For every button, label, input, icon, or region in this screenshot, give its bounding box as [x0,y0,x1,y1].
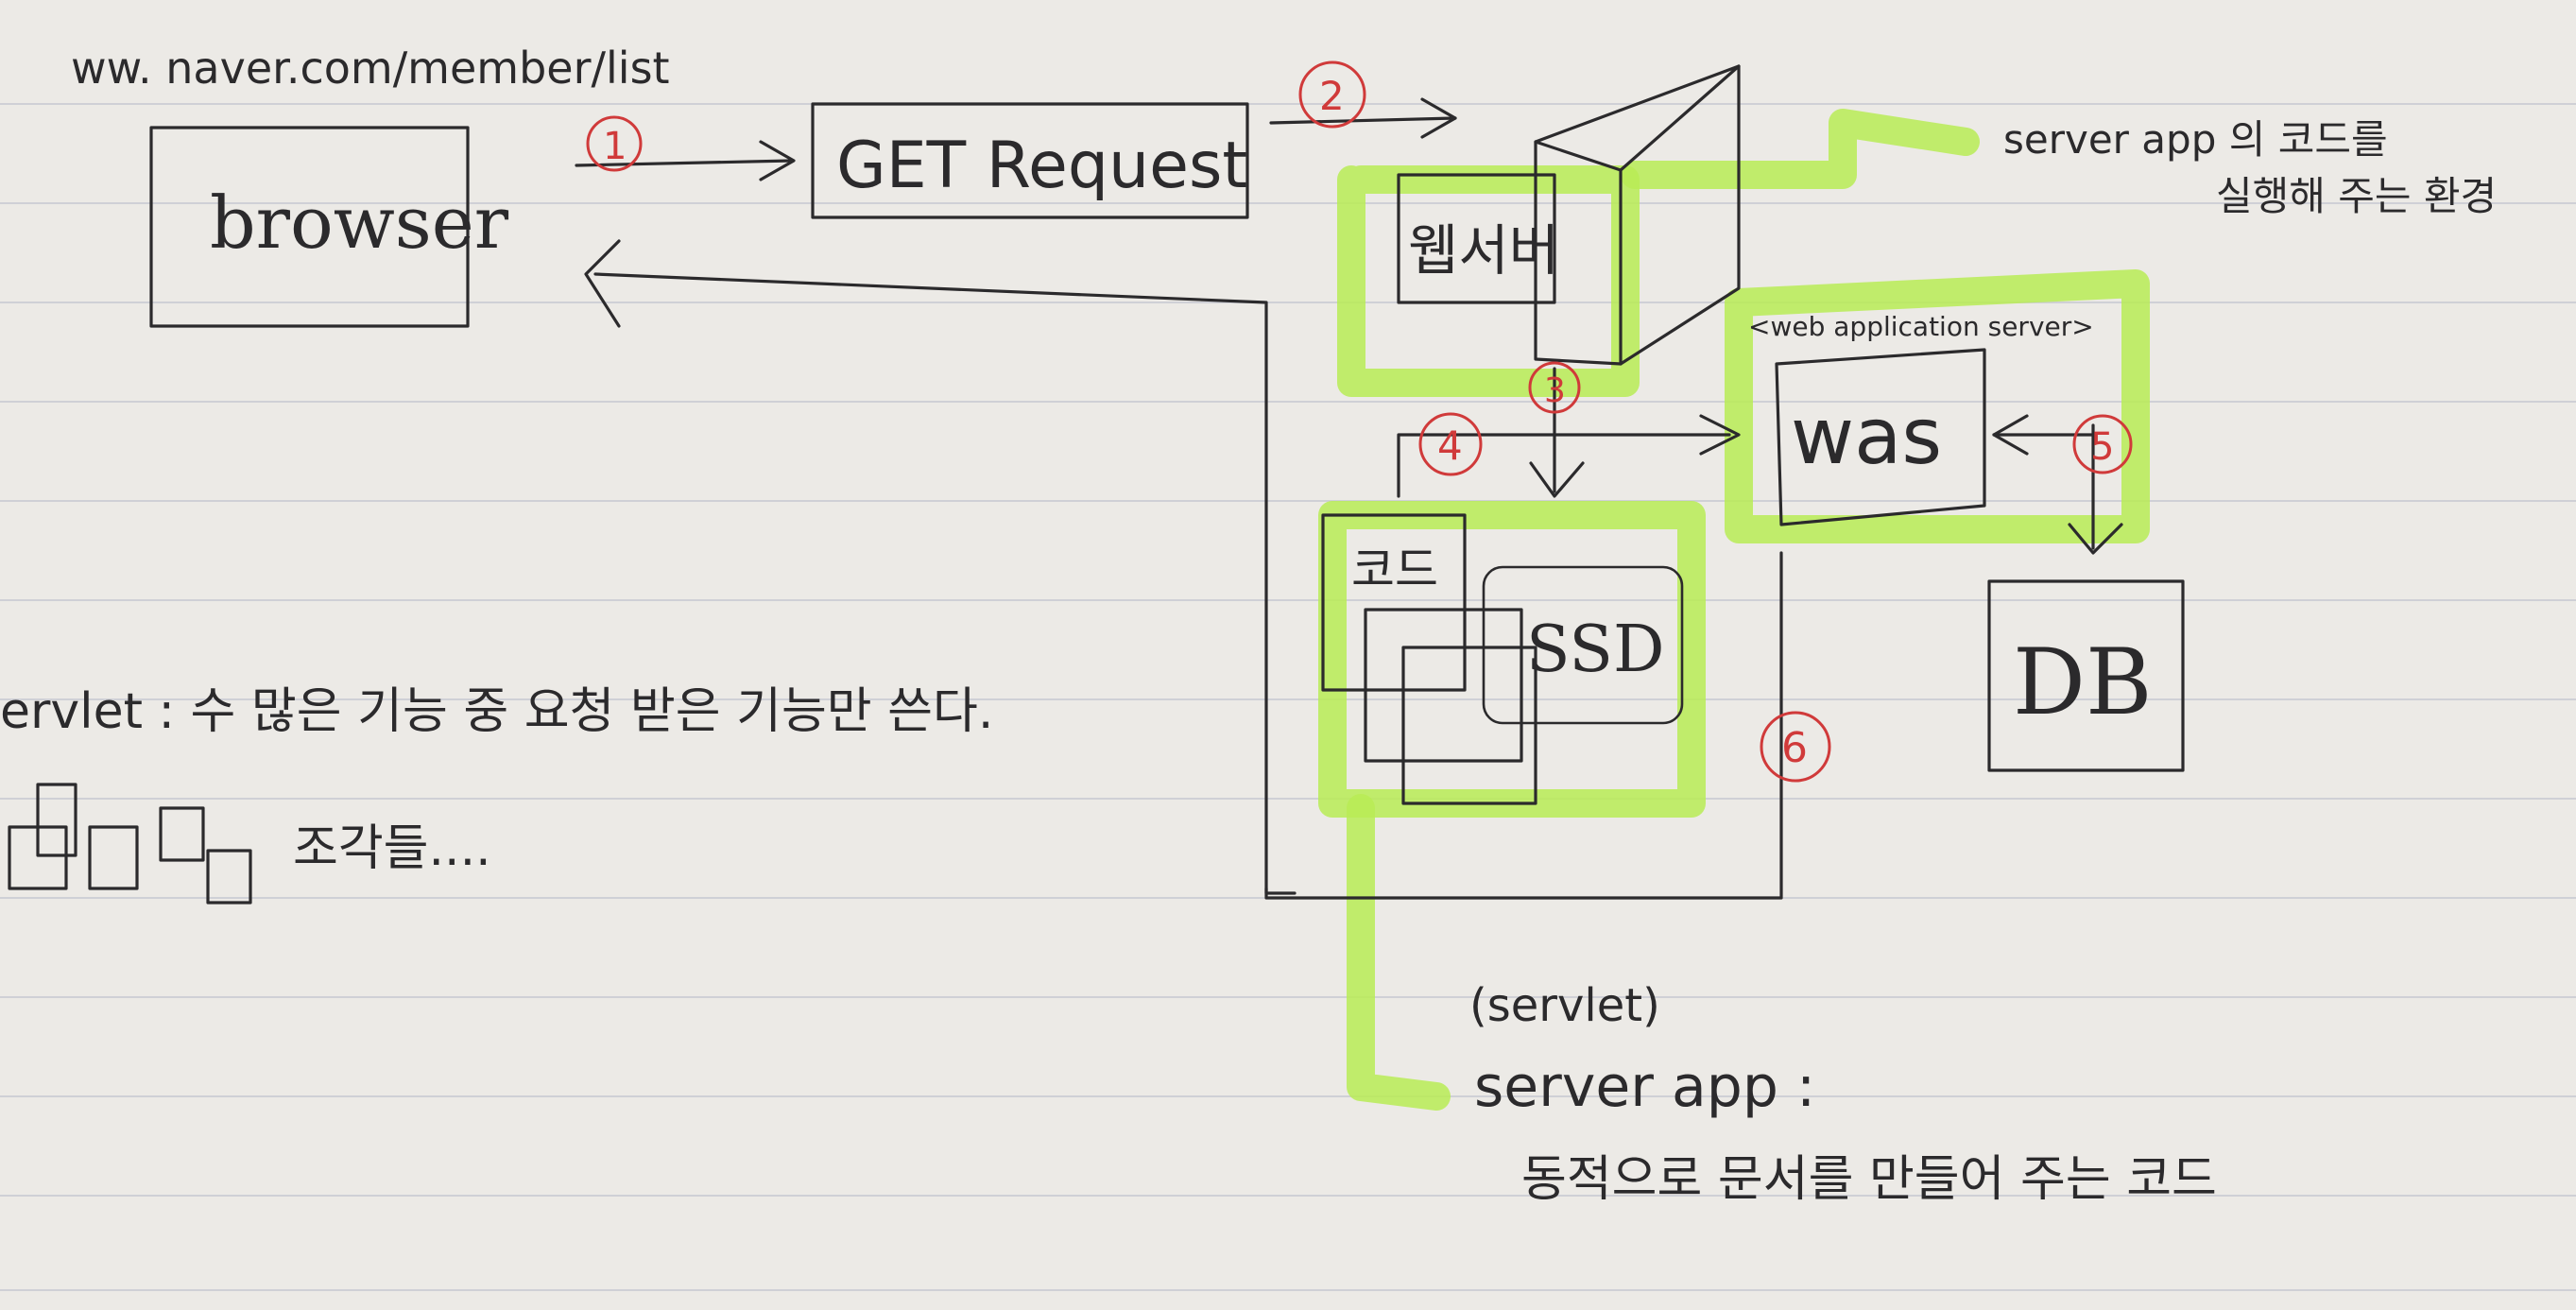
arrow-ssd-to-was [1397,433,1731,498]
step-3-circle [1528,361,1581,414]
step-1-label: 1 [603,125,627,168]
was-box [1775,348,1986,526]
step-4-circle [1418,412,1483,476]
arrow-browser-to-request [575,159,794,167]
step-2-circle [1298,60,1366,129]
arrowhead-4 [1699,414,1741,456]
response-line [593,272,1297,895]
response-loop-line [1264,551,1783,900]
server-app-note-line2: 실행해 주는 환경 [2216,173,2497,219]
step-4-label: 4 [1437,422,1463,469]
ruled-lines [0,103,2576,1291]
browser-label: browser [210,181,509,265]
arrowhead-5b [2068,523,2123,555]
db-box [1987,579,2185,772]
get-request-label: GET Request [836,129,1247,203]
step-6-circle [1760,711,1831,783]
arrowhead-5a [1992,414,2029,456]
ssd-label: SSD [1526,612,1665,687]
pieces-note: 조각들.... [293,820,491,877]
was-label: was [1791,392,1942,482]
step-1-circle [586,115,643,172]
server-app-label: server app : [1474,1054,1815,1120]
ssd-stack [1321,513,1684,805]
arrow-request-to-server [1269,116,1457,125]
servlet-note: ervlet : 수 많은 기능 중 요청 받은 기능만 쓴다. [0,683,993,740]
code-label: 코드 [1351,543,1438,597]
highlighter-marks [1318,109,2150,1111]
step-5-circle [2072,414,2133,474]
servlet-paren-label: (servlet) [1469,979,1660,1032]
server-app-note-line1: server app 의 코드를 [2003,116,2388,163]
arrowhead-2 [1420,97,1457,139]
browser-box [149,126,470,328]
fragment-boxes [8,783,252,905]
step-2-label: 2 [1319,73,1345,119]
step-5-label: 5 [2090,425,2114,469]
step-markers: 1 2 3 4 5 6 [586,60,2133,783]
arrowhead-3 [1529,461,1585,498]
server-app-description: 동적으로 문서를 만들어 주는 코드 [1521,1151,2217,1208]
get-request-box [811,102,1249,219]
response-arrowhead [584,239,621,328]
server-tower [1397,64,1741,366]
arrowhead-1 [759,140,796,181]
was-caption: <web application server> [1748,311,2094,342]
url-text: ww. naver.com/member/list [71,43,670,94]
step-3-label: 3 [1544,371,1566,410]
db-label: DB [2013,629,2153,735]
web-server-label: 웹서버 [1408,218,1559,283]
step-6-label: 6 [1781,724,1808,772]
